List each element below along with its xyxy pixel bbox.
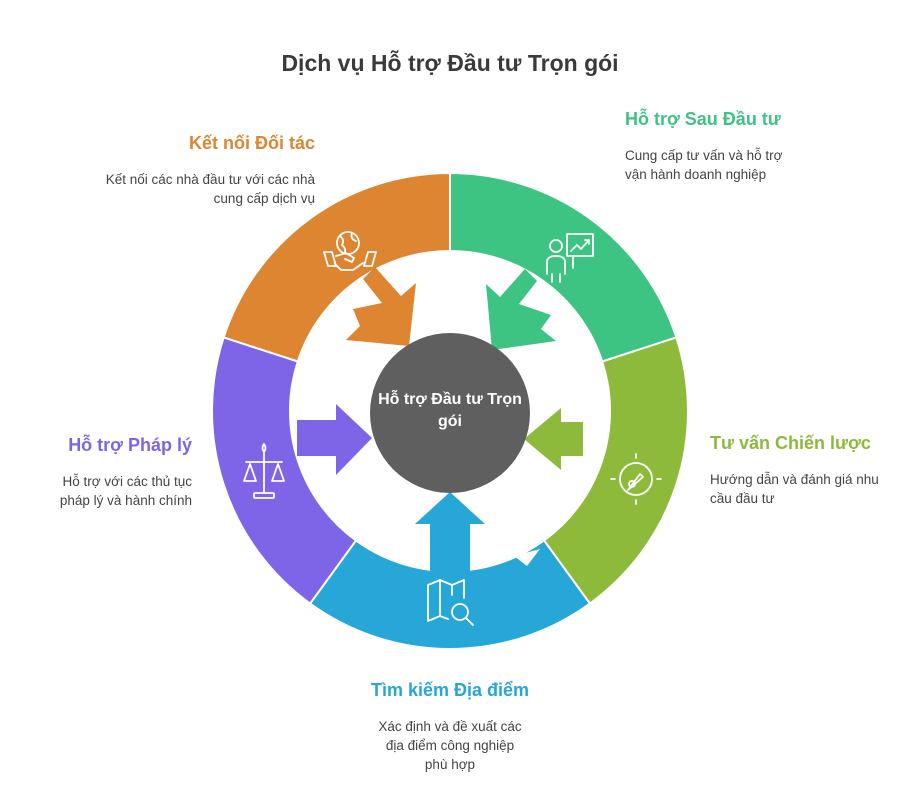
map-search-icon [427, 579, 474, 626]
legal-title: Hỗ trợ Pháp lý [68, 435, 192, 455]
arrow-legal [297, 404, 372, 475]
presenter-chart-icon [546, 233, 594, 283]
scales-icon [243, 443, 285, 499]
segment-legal [210, 336, 358, 605]
block-post-investment: Hỗ trợ Sau Đầu tư Cung cấp tư vấn và hỗ … [625, 107, 795, 184]
page-title: Dịch vụ Hỗ trợ Đầu tư Trọn gói [281, 50, 619, 76]
block-strategy-consulting: Tư vấn Chiến lược Hướng dẫn và đánh giá … [710, 431, 885, 508]
segment-strategy [542, 336, 690, 605]
strategy-title: Tư vấn Chiến lược [710, 433, 871, 453]
center-circle [370, 333, 530, 493]
arrow-connect [346, 267, 416, 346]
site-description: Xác định và đề xuất các địa điểm công ng… [378, 719, 522, 772]
segment-post [449, 171, 678, 363]
strategy-description: Hướng dẫn và đánh giá nhu cầu đầu tư [710, 472, 879, 506]
connect-title: Kết nối Đối tác [188, 133, 315, 153]
post-description: Cung cấp tư vấn và hỗ trợ vận hành doanh… [625, 148, 783, 182]
notch-site [514, 549, 540, 566]
block-site-search: Tìm kiếm Địa điểm Xác định và đề xuất cá… [340, 678, 560, 774]
block-connect-partners: Kết nối Đối tác Kết nối các nhà đầu tư v… [100, 131, 315, 208]
arrow-post [486, 269, 556, 350]
handshake-globe-icon [323, 231, 377, 271]
notch-strategy [578, 370, 596, 394]
block-legal-support: Hỗ trợ Pháp lý Hỗ trợ với các thủ tục ph… [30, 433, 192, 510]
site-title: Tìm kiếm Địa điểm [370, 680, 530, 700]
connect-description: Kết nối các nhà đầu tư với các nhà cung … [105, 172, 315, 206]
arrow-site [415, 492, 485, 580]
target-compass-icon [610, 453, 662, 505]
arrow-strategy [524, 408, 583, 470]
center-label: Hỗ trợ Đầu tư Trọn gói [378, 391, 522, 430]
legal-description: Hỗ trợ với các thủ tục pháp lý và hành c… [59, 474, 192, 508]
post-title: Hỗ trợ Sau Đầu tư [625, 109, 781, 129]
